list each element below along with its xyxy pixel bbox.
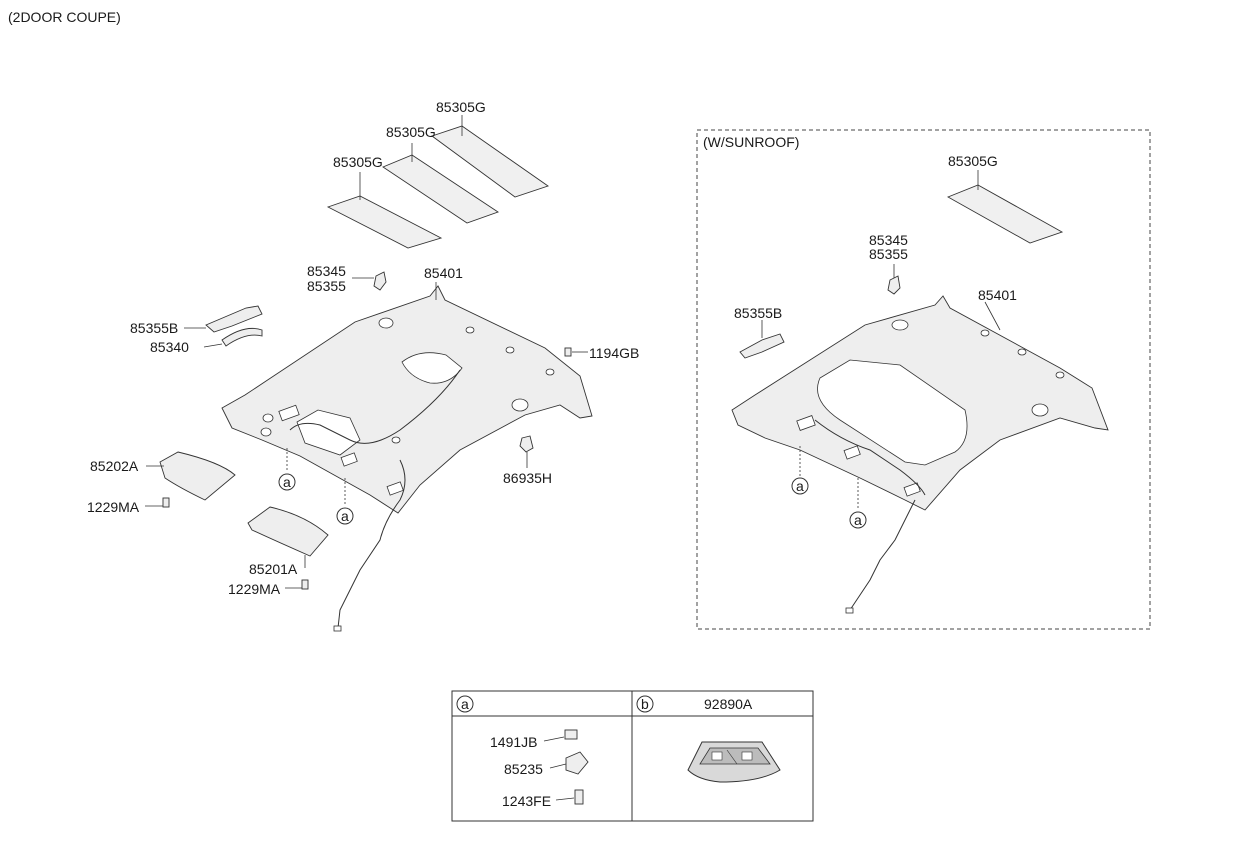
visor-mount-left [278, 404, 300, 422]
hole-2 [505, 346, 515, 354]
screw-1194gb [564, 347, 572, 357]
legend-part-92890a: 92890A [704, 696, 753, 712]
sunroof-diagram: (W/SUNROOF) 85305G 85345 85355 85401 853… [696, 129, 1151, 630]
label-pad-mid: 85305G [386, 124, 436, 140]
leader-1243fe [555, 797, 575, 801]
label-sunroof-clip-b: 85355 [869, 246, 908, 262]
harness-main [289, 369, 461, 444]
label-sunroof-headliner: 85401 [978, 287, 1017, 303]
sun-visor-85202a [159, 451, 236, 501]
label-clip-a: 85345 [307, 263, 346, 279]
part-1491jb [564, 729, 578, 740]
label-85201a: 85201A [249, 561, 298, 577]
pad-low [326, 195, 443, 249]
sunroof-pad [946, 184, 1064, 244]
legend-ref-a-circle [456, 695, 474, 713]
sunroof-title: (W/SUNROOF) [703, 134, 799, 150]
label-1243fe: 1243FE [502, 793, 551, 809]
sunroof-ref-a1-text: a [796, 478, 804, 494]
label-sunroof-bracket: 85355B [734, 305, 782, 321]
leader-1491jb [543, 736, 565, 742]
dome-light-opening [401, 352, 463, 384]
label-85202a: 85202A [90, 458, 139, 474]
label-86935h: 86935H [503, 470, 552, 486]
visor-mount-b [386, 481, 404, 496]
label-1491jb: 1491JB [490, 734, 537, 750]
legend-ref-b: b [641, 696, 649, 712]
sun-visor-85201a [247, 506, 329, 557]
sunroof-frame [696, 129, 1151, 630]
sunroof-clip [887, 275, 901, 295]
label-sunroof-pad: 85305G [948, 153, 998, 169]
console-opening [296, 409, 361, 456]
sunroof-visor-mount-l [796, 415, 816, 431]
hole-5 [260, 427, 272, 437]
label-85235: 85235 [504, 761, 543, 777]
label-sunroof-clip-a: 85345 [869, 232, 908, 248]
ref-a1-text: a [283, 474, 291, 490]
ref-circle-a1 [278, 473, 296, 491]
label-1229ma-right: 1229MA [87, 499, 140, 515]
main-diagram: 85305G 85305G 85305G 85345 85355 85401 [87, 99, 639, 632]
clip-85345 [373, 271, 387, 291]
bracket-85355b [205, 305, 263, 333]
label-pad-low: 85305G [333, 154, 383, 170]
screw-1229ma-right [162, 497, 170, 508]
label-clip-b: 85355 [307, 278, 346, 294]
headliner [221, 285, 593, 514]
sunroof-harness-main [814, 419, 926, 496]
sunroof-harness-drop [849, 499, 916, 611]
label-handle: 85340 [150, 339, 189, 355]
sunroof-opening [817, 359, 968, 466]
grommet-front [378, 317, 394, 329]
grommet-right [511, 398, 529, 412]
label-headliner: 85401 [424, 265, 463, 281]
sunroof-grommet-front [891, 319, 909, 331]
clip-86935h [519, 435, 534, 453]
label-1194gb: 1194GB [589, 345, 639, 361]
hole-3 [465, 326, 475, 334]
grab-handle-85340 [221, 327, 263, 347]
harness-drop [337, 459, 406, 629]
pad-mid [382, 154, 499, 224]
label-bracket: 85355B [130, 320, 178, 336]
sunroof-harness-connector [845, 607, 854, 614]
sunroof-ref-circle-a1 [791, 477, 809, 495]
visor-mount-a [340, 452, 358, 467]
sunroof-ref-a2-text: a [854, 512, 862, 528]
sunroof-bracket [739, 333, 785, 359]
ref-circle-a2 [336, 507, 354, 525]
hole-1 [545, 368, 555, 376]
sunroof-ref-circle-a2 [849, 511, 867, 529]
ref-a2-text: a [341, 508, 349, 524]
part-1243fe [574, 789, 584, 805]
label-1229ma-left: 1229MA [228, 581, 281, 597]
sunroof-hole-3 [980, 329, 990, 337]
sunroof-visor-mount-a [843, 445, 861, 460]
sunroof-hole-2 [1017, 348, 1027, 356]
screw-1229ma-left [301, 579, 309, 590]
part-92890a-drawing [687, 741, 781, 783]
legend-ref-a: a [461, 696, 469, 712]
harness-connector [333, 625, 342, 632]
part-85235 [565, 751, 589, 775]
leader-85235 [549, 763, 567, 769]
hole-6 [391, 436, 401, 444]
sunroof-hole-1 [1055, 371, 1065, 379]
label-pad-top: 85305G [436, 99, 486, 115]
hole-4 [262, 413, 274, 423]
sunroof-grommet-right [1031, 403, 1049, 417]
page-title: (2DOOR COUPE) [8, 9, 121, 25]
leader-sunroof-headliner [984, 301, 1001, 331]
legend-ref-b-circle [636, 695, 654, 713]
leader-handle [203, 343, 223, 348]
legend-table: a b 92890A 1491JB 85235 1243FE [451, 690, 814, 822]
pad-top [431, 125, 549, 198]
